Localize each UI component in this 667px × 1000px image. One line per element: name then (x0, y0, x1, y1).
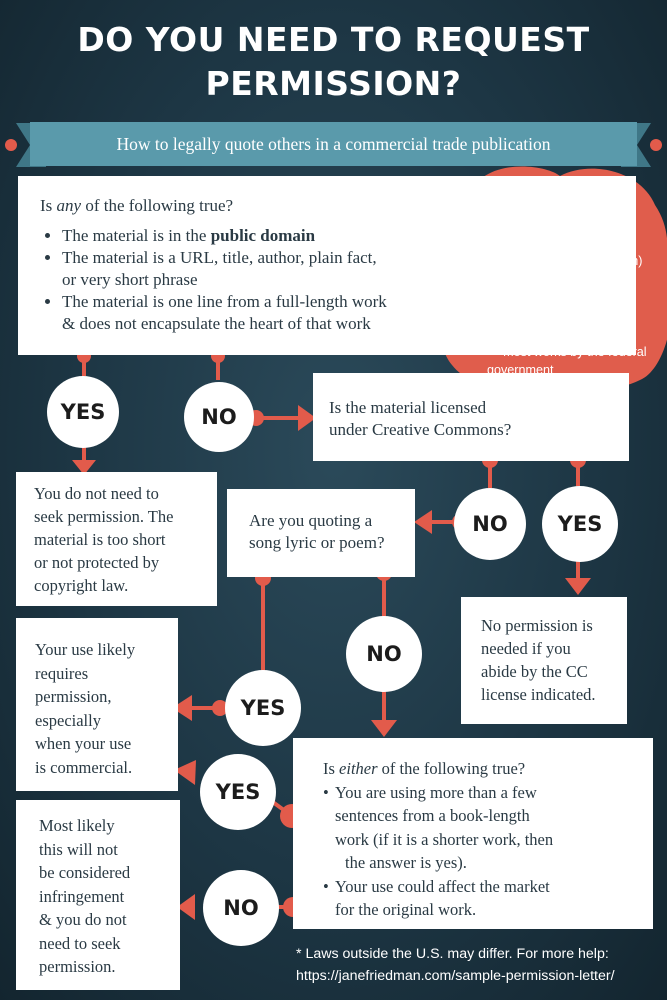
question-either-true: Is either of the following true? (323, 759, 526, 778)
list-item: The material is in the public domain (62, 225, 636, 247)
yes-circle-1: YES (47, 376, 119, 448)
no-circle-3: NO (346, 616, 422, 692)
list-item: • You are using more than a few sentence… (323, 782, 554, 873)
answer-cc-license-box: No permission is needed if you abide by … (461, 597, 627, 724)
footnote-text: * Laws outside the U.S. may differ. For … (296, 946, 609, 962)
list-item: The material is one line from a full-len… (62, 291, 636, 335)
subtitle-ribbon (5, 122, 662, 167)
question-song-lyric-box: Are you quoting a song lyric or poem? (227, 489, 415, 577)
yes-circle-3: YES (225, 670, 301, 746)
no-circle-2: NO (454, 488, 526, 560)
footnote-url: https://janefriedman.com/sample-permissi… (296, 968, 615, 984)
list-item: • Your use could affect the market for t… (323, 876, 550, 920)
subtitle: How to legally quote others in a commerc… (116, 134, 551, 154)
question-any-true: Is any of the following true? (40, 196, 234, 215)
footnote: * Laws outside the U.S. may differ. For … (296, 943, 666, 987)
question-creative-commons-box: Is the material licensed under Creative … (313, 373, 629, 461)
page-title: DO YOU NEED TO REQUEST PERMISSION? (0, 18, 667, 106)
no-circle-1: NO (184, 382, 254, 452)
answer-not-infringement-box: Most likely this will not be considered … (16, 800, 180, 990)
title-line-1: DO YOU NEED TO REQUEST (77, 20, 590, 59)
title-line-2: PERMISSION? (205, 64, 462, 103)
yes-circle-4: YES (200, 754, 276, 830)
public-domain-info: In the United States * — PUBLISHED befor… (487, 199, 647, 377)
answer-requires-permission-box: Your use likely requires permission, esp… (16, 618, 178, 791)
answer-no-permission-box: You do not need to seek permission. The … (16, 472, 217, 606)
criteria-list: The material is in the public domain The… (40, 225, 636, 335)
question-any-true-box: Is any of the following true? The materi… (18, 176, 636, 355)
no-circle-4: NO (203, 870, 279, 946)
list-item: The material is a URL, title, author, pl… (62, 247, 636, 291)
question-either-true-box: Is either of the following true? • You a… (293, 738, 653, 929)
yes-circle-2: YES (542, 486, 618, 562)
